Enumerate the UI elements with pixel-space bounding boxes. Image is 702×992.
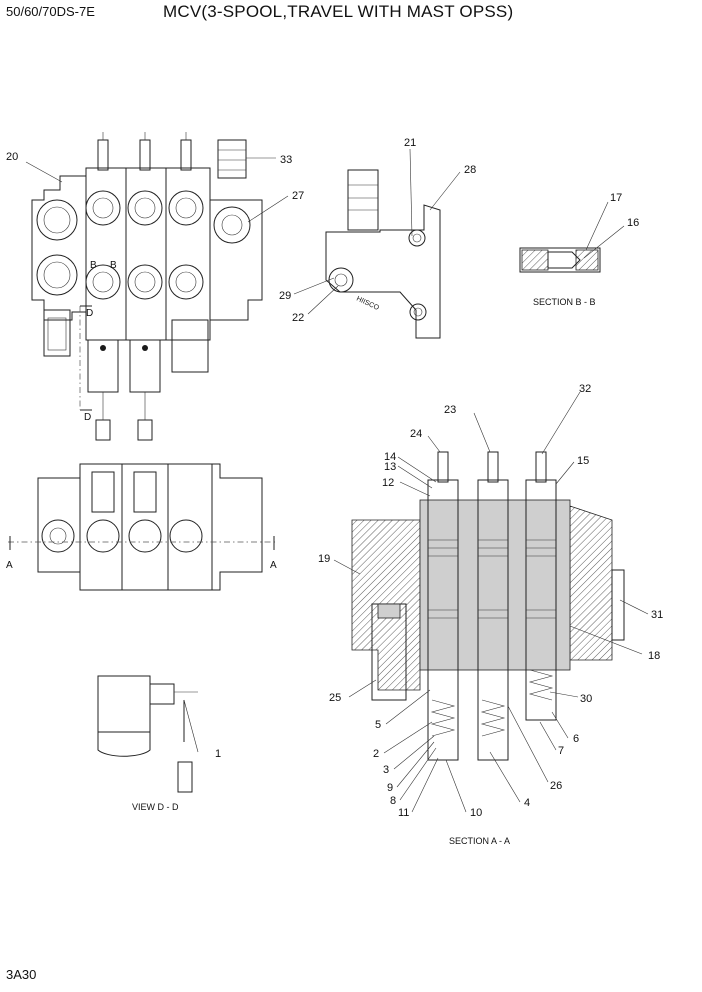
callout-23: 23 <box>444 404 456 416</box>
callout-15: 15 <box>577 455 589 467</box>
callout-1: 1 <box>215 748 221 760</box>
callout-8: 8 <box>390 795 396 807</box>
page-title: MCV(3-SPOOL,TRAVEL WITH MAST OPSS) <box>163 2 514 21</box>
callout-16: 16 <box>627 217 639 229</box>
callout-33: 33 <box>280 154 292 166</box>
model-number: 50/60/70DS-7E <box>6 4 95 19</box>
callout-numbers: 1 2 3 4 5 6 7 8 9 10 11 12 13 14 15 16 1… <box>6 137 663 819</box>
manufacturer-stamp: HIISCO <box>355 295 380 312</box>
callout-6: 6 <box>573 733 579 745</box>
callout-3: 3 <box>383 764 389 776</box>
cut-mark-d-top: D <box>86 308 93 319</box>
section-b-b-drawing <box>519 247 601 273</box>
callout-13: 13 <box>384 461 396 473</box>
view-d-d-label: VIEW D - D <box>132 802 179 812</box>
valve-side-view <box>325 169 441 339</box>
section-a-a-label: SECTION A - A <box>449 836 510 846</box>
callout-19: 19 <box>318 553 330 565</box>
callout-21: 21 <box>404 137 416 149</box>
callout-32: 32 <box>579 383 591 395</box>
callout-12: 12 <box>382 477 394 489</box>
page-code: 3A30 <box>6 967 37 982</box>
callout-10: 10 <box>470 807 482 819</box>
cut-mark-b-right: B <box>110 260 117 271</box>
section-a-a-drawing <box>351 451 625 761</box>
valve-top-view <box>31 132 263 441</box>
callout-11: 11 <box>398 807 409 819</box>
cut-mark-d-bottom: D <box>84 412 91 423</box>
cut-mark-a-left: A <box>6 560 13 571</box>
view-d-d-drawing <box>97 675 198 793</box>
callout-2: 2 <box>373 748 379 760</box>
callout-24: 24 <box>410 428 422 440</box>
callout-22: 22 <box>292 312 304 324</box>
callout-26: 26 <box>550 780 562 792</box>
cut-mark-b-left: B <box>90 260 97 271</box>
callout-14: 14 <box>384 451 396 463</box>
callout-30: 30 <box>580 693 592 705</box>
callout-18: 18 <box>648 650 660 662</box>
callout-31: 31 <box>651 609 663 621</box>
callout-20: 20 <box>6 151 18 163</box>
section-b-b-label: SECTION B - B <box>533 297 596 307</box>
callout-5: 5 <box>375 719 381 731</box>
callout-7: 7 <box>558 745 564 757</box>
callout-28: 28 <box>464 164 476 176</box>
callout-17: 17 <box>610 192 622 204</box>
callout-4: 4 <box>524 797 530 809</box>
cut-mark-a-right: A <box>270 560 277 571</box>
callout-27: 27 <box>292 190 304 202</box>
callout-29: 29 <box>279 290 291 302</box>
callout-9: 9 <box>387 782 393 794</box>
callout-25: 25 <box>329 692 341 704</box>
callout-leaders <box>25 148 649 813</box>
valve-front-view <box>8 463 276 591</box>
